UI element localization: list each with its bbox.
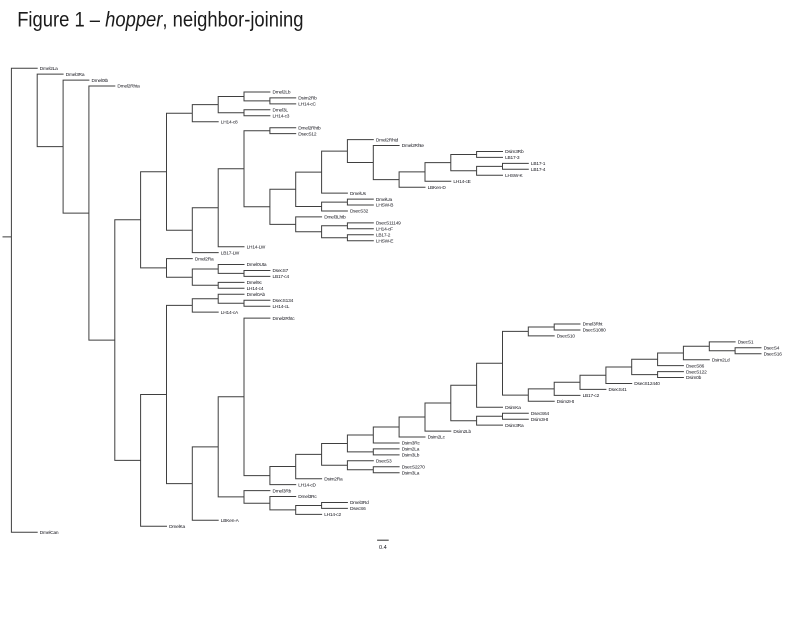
svg-text:Dmel3L: Dmel3L <box>273 108 289 114</box>
svg-text:LH14-cF: LH14-cF <box>376 227 393 233</box>
svg-text:LH14-cC: LH14-cC <box>298 102 316 108</box>
svg-text:Dsim2Rb: Dsim2Rb <box>298 96 317 102</box>
svg-text:DmelCan: DmelCan <box>40 530 59 536</box>
svg-text:Dmel3Lhtb: Dmel3Lhtb <box>324 215 346 221</box>
svg-text:Dsim2Ht: Dsim2Ht <box>557 399 575 405</box>
svg-text:Figure 1 – hopper, neighbor-jo: Figure 1 – hopper, neighbor-joining <box>17 8 303 32</box>
svg-text:LB17-2: LB17-2 <box>376 233 391 239</box>
svg-text:LH14-c2: LH14-c2 <box>324 512 341 518</box>
svg-text:LB17-c2: LB17-c2 <box>583 393 600 399</box>
svg-text:Dsim0b: Dsim0b <box>686 375 702 381</box>
svg-text:LH14-cL: LH14-cL <box>273 304 290 310</box>
svg-text:Dsim3Rc: Dsim3Rc <box>402 441 421 447</box>
svg-text:LB17-3: LB17-3 <box>505 155 520 161</box>
svg-text:DsecS1: DsecS1 <box>738 340 754 346</box>
svg-text:DsecS3: DsecS3 <box>376 459 392 465</box>
svg-text:LB17-4: LB17-4 <box>531 167 546 173</box>
svg-text:DsecS2270: DsecS2270 <box>402 465 426 471</box>
svg-text:Dsim3Ra: Dsim3Ra <box>505 423 524 429</box>
svg-text:LHSW-E: LHSW-E <box>376 238 393 244</box>
svg-text:Dmel0Ab: Dmel0Ab <box>247 292 266 298</box>
svg-text:LH14-LW: LH14-LW <box>247 244 266 250</box>
svg-text:Dmel3Rc: Dmel3Rc <box>298 494 317 500</box>
svg-text:Dmel3Rb: Dmel3Rb <box>273 488 292 494</box>
svg-text:LHSW-K: LHSW-K <box>505 173 523 179</box>
svg-text:LHSW-B: LHSW-B <box>376 203 393 209</box>
svg-text:DsecS86: DsecS86 <box>686 363 705 369</box>
svg-text:DsecS12: DsecS12 <box>298 131 317 137</box>
svg-text:DsecS41: DsecS41 <box>609 387 628 393</box>
svg-text:Dmel3Rht: Dmel3Rht <box>583 322 604 328</box>
svg-text:LB17-c4: LB17-c4 <box>273 274 290 280</box>
svg-text:DsecS10: DsecS10 <box>557 334 576 340</box>
svg-text:Dsim3Rb: Dsim3Rb <box>505 149 524 155</box>
svg-text:Dmel3Rd: Dmel3Rd <box>350 500 369 506</box>
svg-text:Dsim3La: Dsim3La <box>402 470 420 476</box>
svg-text:DsecS12440: DsecS12440 <box>634 381 660 387</box>
svg-text:LH14-cA: LH14-cA <box>221 310 239 316</box>
svg-text:DsecS32: DsecS32 <box>350 209 369 215</box>
svg-text:Dsim2Lc: Dsim2Lc <box>428 435 446 441</box>
svg-text:Dmel2Rhta: Dmel2Rhta <box>117 84 140 90</box>
svg-text:Dsim2Lb: Dsim2Lb <box>453 429 471 435</box>
svg-text:DsecS4: DsecS4 <box>764 346 780 352</box>
svg-text:DsecS1080: DsecS1080 <box>583 328 607 334</box>
svg-text:LH14-c3: LH14-c3 <box>273 114 290 120</box>
svg-text:Dmel2Rhtd: Dmel2Rhtd <box>376 137 399 143</box>
svg-text:Dmel2Lb: Dmel2Lb <box>273 90 291 96</box>
svg-text:Dsim2La: Dsim2La <box>402 447 420 453</box>
svg-text:Dsim2Ra: Dsim2Ra <box>324 476 343 482</box>
svg-text:DsecS122: DsecS122 <box>686 369 707 375</box>
svg-text:DsecS7: DsecS7 <box>273 268 289 274</box>
svg-text:DsecS64: DsecS64 <box>531 411 550 417</box>
svg-text:Dmel0tb: Dmel0tb <box>92 78 109 84</box>
svg-text:Dmel2Rhte: Dmel2Rhte <box>402 143 425 149</box>
svg-text:Dmel2Rhtb: Dmel2Rhtb <box>298 125 321 131</box>
svg-text:Dmel2La: Dmel2La <box>40 66 58 72</box>
svg-text:LH14-cE: LH14-cE <box>453 179 470 185</box>
svg-text:Dmel3Ra: Dmel3Ra <box>66 72 85 78</box>
svg-text:Dmel9c: Dmel9c <box>247 280 263 286</box>
svg-text:Dsim3Lb: Dsim3Lb <box>402 453 420 459</box>
svg-text:0.4: 0.4 <box>379 545 387 551</box>
svg-text:LB17-LW: LB17-LW <box>221 250 240 256</box>
svg-text:DsecS11149: DsecS11149 <box>376 221 401 227</box>
svg-text:LBKen-A: LBKen-A <box>221 518 240 524</box>
svg-text:DsecS6: DsecS6 <box>350 506 366 512</box>
svg-text:LH14-c8: LH14-c8 <box>221 119 238 125</box>
svg-text:LH14-c4: LH14-c4 <box>247 286 264 292</box>
svg-text:Dsim3Ht: Dsim3Ht <box>531 417 549 423</box>
svg-text:Dmel2Rhtc: Dmel2Rhtc <box>273 316 296 322</box>
svg-text:DsecS16: DsecS16 <box>764 352 783 358</box>
svg-text:Dmel2Ra: Dmel2Ra <box>195 256 214 262</box>
svg-text:LB17-1: LB17-1 <box>531 161 546 167</box>
svg-text:LH14-cD: LH14-cD <box>298 482 316 488</box>
svg-text:DmelUs: DmelUs <box>350 191 367 197</box>
svg-text:DmelKa: DmelKa <box>169 524 185 530</box>
svg-text:DsimKa: DsimKa <box>505 405 521 411</box>
svg-text:DmelUa: DmelUa <box>376 197 393 203</box>
svg-text:Dmel0Uta: Dmel0Uta <box>247 262 267 268</box>
svg-text:Dsim2Ld: Dsim2Ld <box>712 357 730 363</box>
svg-text:LBKen-D: LBKen-D <box>428 185 447 191</box>
svg-text:DsecS134: DsecS134 <box>273 298 294 304</box>
